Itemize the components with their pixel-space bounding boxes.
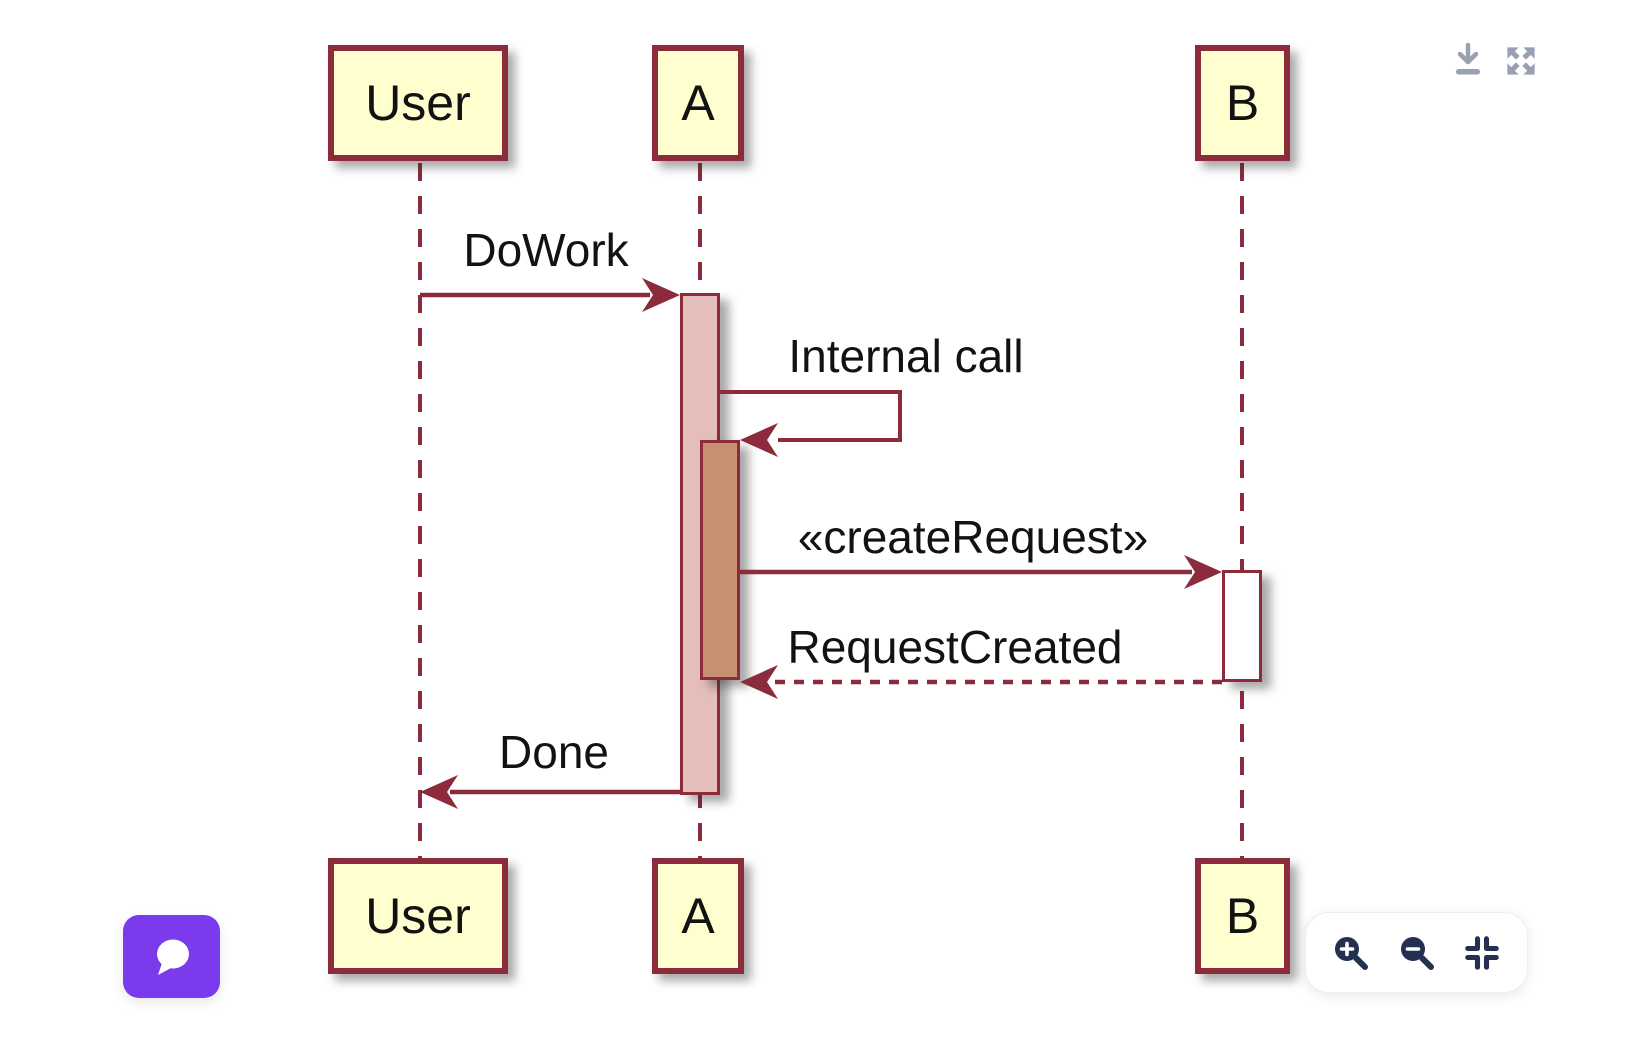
message-label-done: Done (499, 726, 609, 778)
zoom-in-button[interactable] (1330, 932, 1372, 974)
actor-box-user-top: User (328, 45, 508, 161)
zoom-in-icon (1335, 936, 1368, 970)
actor-label: A (681, 75, 715, 131)
fullscreen-button[interactable] (1502, 42, 1540, 80)
actor-label: B (1225, 888, 1260, 944)
download-button[interactable] (1448, 38, 1488, 80)
activation-bar-a-nested (700, 440, 740, 680)
actor-label: A (681, 888, 715, 944)
message-label-internal-call: Internal call (788, 330, 1024, 382)
actor-box-a-top: A (652, 45, 744, 161)
zoom-out-button[interactable] (1396, 932, 1438, 974)
actor-box-b-bottom: B (1195, 858, 1290, 974)
message-arrow-internal-call (720, 390, 902, 457)
fit-view-button[interactable] (1461, 932, 1503, 974)
message-label-dowork: DoWork (463, 224, 629, 276)
actor-box-a-bottom: A (652, 858, 744, 974)
message-label-create-request: «createRequest» (797, 511, 1149, 563)
chat-button[interactable] (123, 915, 220, 998)
actor-label: User (365, 888, 471, 944)
zoom-out-icon (1400, 936, 1434, 970)
actor-box-user-bottom: User (328, 858, 508, 974)
fullscreen-icon (1507, 47, 1535, 75)
actor-box-b-top: B (1195, 45, 1290, 161)
activation-bar-b (1222, 570, 1262, 682)
download-icon (1456, 42, 1480, 75)
fit-view-icon (1465, 935, 1499, 970)
zoom-controls-panel (1305, 912, 1528, 993)
message-arrow-done (420, 775, 680, 809)
message-arrow-dowork (420, 278, 680, 312)
message-label-request-created: RequestCreated (787, 621, 1123, 673)
chat-bubble-icon (156, 939, 189, 975)
actor-label: B (1225, 75, 1260, 131)
actor-label: User (365, 75, 471, 131)
